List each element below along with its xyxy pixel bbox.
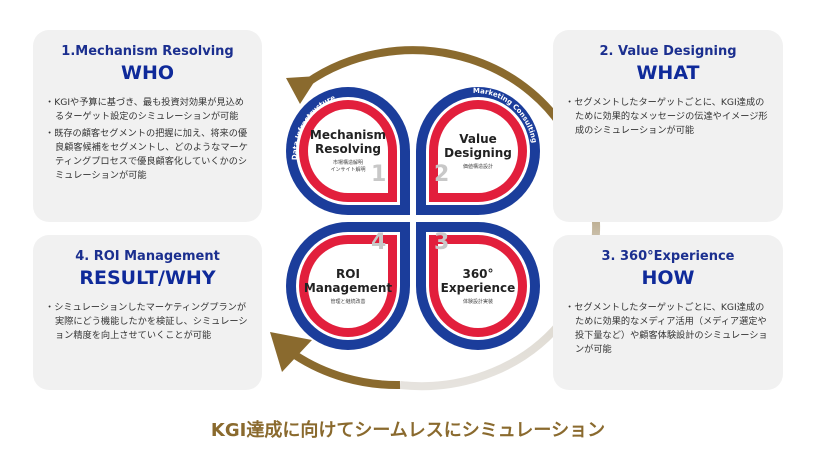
- card-keyword: WHO: [120, 62, 174, 84]
- petal-roi-management: ROI Management 管理と継続改善: [286, 222, 410, 350]
- card-keyword: WHAT: [636, 62, 700, 84]
- card-keyword: HOW: [641, 267, 695, 289]
- petal-number: 3: [434, 230, 450, 255]
- card-bullet: KGIや予算に基づき、最も投資対効果が見込めるターゲット設定のシミュレーションが…: [47, 96, 248, 124]
- card-bullet: セグメントしたターゲットごとに、KGI達成のために効果的なメディア活用（メディア…: [567, 301, 769, 357]
- card-title: 1.Mechanism Resolving: [61, 44, 234, 59]
- petal-title: Designing: [444, 145, 512, 160]
- card-360-experience: 3. 360°Experience HOW セグメントしたターゲットごとに、KG…: [553, 235, 783, 390]
- petal-subtitle: 価値構造設計: [462, 163, 493, 170]
- card-value-designing: 2. Value Designing WHAT セグメントしたターゲットごとに、…: [553, 30, 783, 222]
- petal-number: 2: [434, 162, 450, 187]
- card-bullet: シミュレーションしたマーケティングプランが実際にどう機能したかを検証し、シミュレ…: [47, 301, 248, 343]
- card-mechanism-resolving: 1.Mechanism Resolving WHO KGIや予算に基づき、最も投…: [33, 30, 262, 222]
- petal-360-experience: 360° Experience 体験設計実装: [416, 222, 540, 350]
- petal-title: Resolving: [315, 142, 381, 156]
- petal-title: Management: [303, 280, 393, 295]
- petal-subtitle: 市場構造解明: [332, 160, 363, 166]
- petal-title: ROI: [336, 266, 360, 281]
- caption: KGI達成に向けてシームレスにシミュレーション: [210, 420, 606, 441]
- arrowhead-icon: [286, 76, 318, 104]
- arc-top: [297, 46, 579, 152]
- card-title: 2. Value Designing: [599, 44, 737, 59]
- petal-number: 1: [371, 162, 387, 187]
- card-roi-management: 4. ROI Management RESULT/WHY シミュレーションしたマ…: [33, 235, 262, 390]
- petal-subtitle: インサイト解明: [330, 167, 366, 173]
- petal-title: Mechanism: [309, 128, 387, 142]
- card-keyword: RESULT/WHY: [79, 267, 216, 289]
- card-title: 4. ROI Management: [75, 249, 220, 264]
- arc-bottom: [292, 351, 401, 390]
- card-bullet: 既存の顧客セグメントの把握に加え、将来の優良顧客候補をセグメントし、どのようなマ…: [47, 127, 248, 183]
- petal-title: 360°: [462, 266, 494, 281]
- card-title: 3. 360°Experience: [601, 249, 735, 264]
- petal-value-designing: Value Designing 価値構造設計: [416, 87, 540, 215]
- card-bullet: セグメントしたターゲットごとに、KGI達成のために効果的なメッセージの伝達やイメ…: [567, 96, 769, 138]
- arrowhead-icon: [270, 332, 312, 372]
- petal-title: Experience: [440, 280, 516, 295]
- petal-mechanism-resolving: Mechanism Resolving 市場構造解明 インサイト解明: [286, 87, 410, 215]
- petal-title: Value: [459, 131, 497, 146]
- petal-subtitle: 管理と継続改善: [330, 298, 366, 305]
- petal-subtitle: 体験設計実装: [462, 298, 493, 305]
- petal-number: 4: [371, 230, 387, 255]
